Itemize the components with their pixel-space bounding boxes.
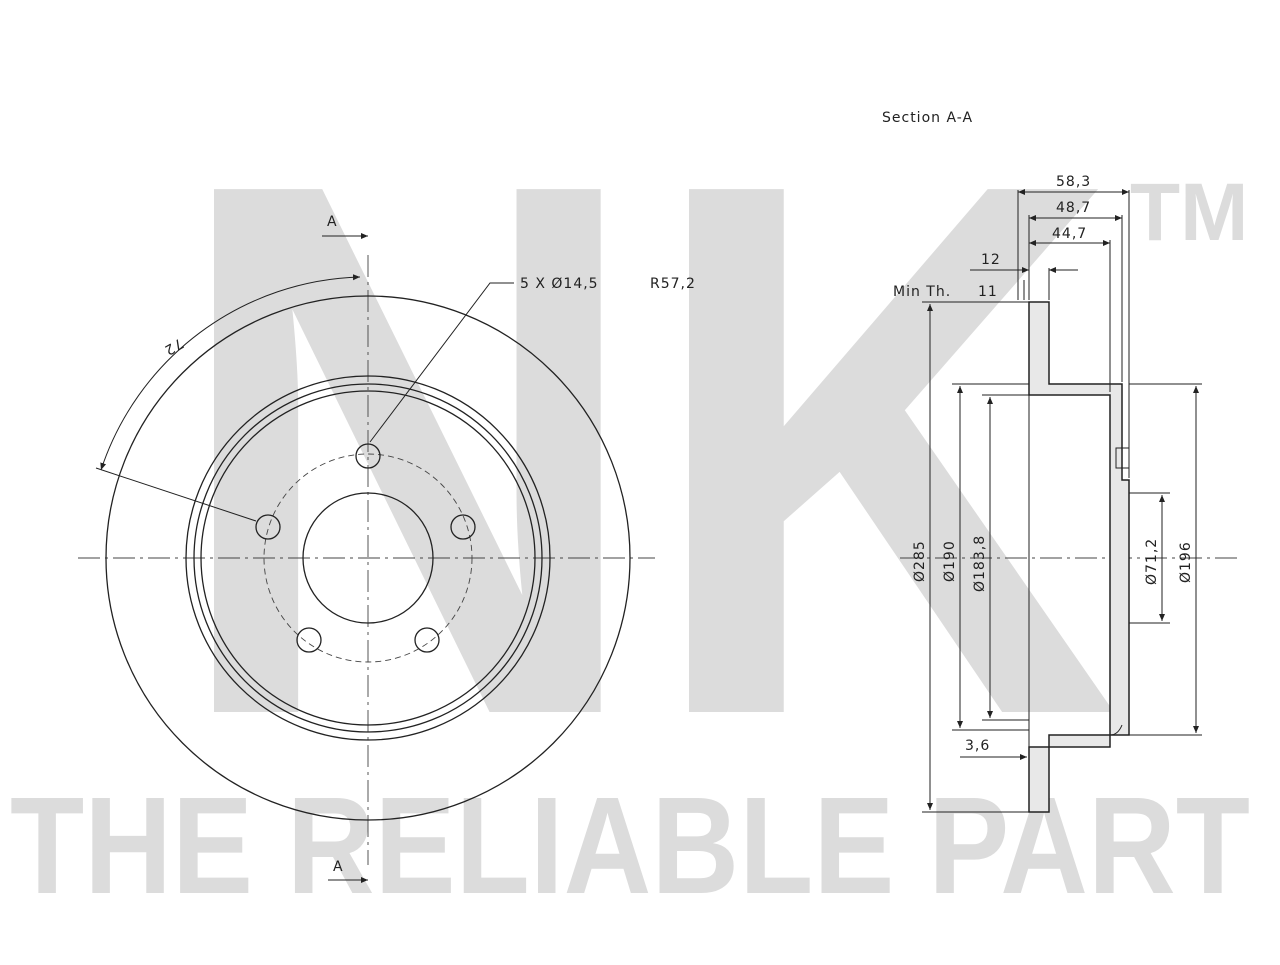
dim-diameter-183-8: Ø183,8 [972, 397, 993, 718]
bolt-leader: 5 X Ø14,5 R57,2 [369, 276, 696, 443]
dim-58-3: 58,3 [1018, 174, 1129, 195]
hat-inner-ring [200, 390, 536, 726]
min-thickness-value: 11 [978, 284, 998, 300]
dim-diameter-196: Ø196 [1178, 386, 1199, 733]
bolt-hole [255, 514, 281, 540]
dim-3-6: 3,6 [960, 738, 1030, 765]
center-bore [302, 492, 434, 624]
section-marker-top: A [322, 214, 368, 239]
hat-fillet [1109, 724, 1123, 736]
watermark: NK TM THE RELIABLE PART [10, 25, 1250, 923]
dim-diameter-71-2: Ø71,2 [1144, 495, 1165, 621]
dim-58-3-label: 58,3 [1056, 174, 1091, 190]
min-thickness: Min Th. 11 [893, 280, 1025, 300]
dim-12-label: 12 [981, 252, 1001, 268]
dim-12: 12 [970, 252, 1078, 273]
dim-48-7: 48,7 [1029, 200, 1122, 221]
watermark-slogan: THE RELIABLE PART [10, 769, 1250, 923]
angle-leader [95, 467, 257, 522]
bolt-callout-label: 5 X Ø14,5 [520, 276, 599, 292]
hat-step-ring [193, 383, 543, 733]
dim-diameter-285-label: Ø285 [912, 540, 928, 582]
disc-outer-edge [105, 295, 631, 821]
watermark-trademark: TM [1130, 167, 1248, 258]
dim-diameter-71-2-label: Ø71,2 [1144, 538, 1160, 585]
section-marker-bottom-label: A [333, 859, 344, 875]
section-marker-top-label: A [327, 214, 338, 230]
hat-inner-edges [1028, 394, 1111, 748]
section-view: Section A-A 58,3 48,7 44,7 [882, 110, 1240, 813]
dim-48-7-label: 48,7 [1056, 200, 1091, 216]
section-title: Section A-A [882, 110, 973, 126]
bolt-pitch-circle [263, 453, 473, 663]
dim-diameter-285: Ø285 [912, 304, 933, 810]
bolt-hole [414, 627, 440, 653]
hat-outer-ring [185, 375, 551, 741]
dim-diameter-190: Ø190 [942, 386, 963, 728]
section-marker-bottom: A [328, 859, 368, 883]
dim-44-7-label: 44,7 [1052, 226, 1087, 242]
pitch-radius-label: R57,2 [650, 276, 696, 292]
dim-diameter-196-label: Ø196 [1178, 541, 1194, 583]
dim-44-7: 44,7 [1029, 226, 1110, 246]
dim-3-6-label: 3,6 [965, 738, 990, 754]
bolt-hole [296, 627, 322, 653]
min-thickness-label: Min Th. [893, 284, 951, 300]
front-view: A A 5 X Ø14,5 R57,2 72 [78, 214, 696, 883]
bolt-hole [450, 514, 476, 540]
dim-diameter-183-8-label: Ø183,8 [972, 535, 988, 592]
dim-diameter-190-label: Ø190 [942, 540, 958, 582]
